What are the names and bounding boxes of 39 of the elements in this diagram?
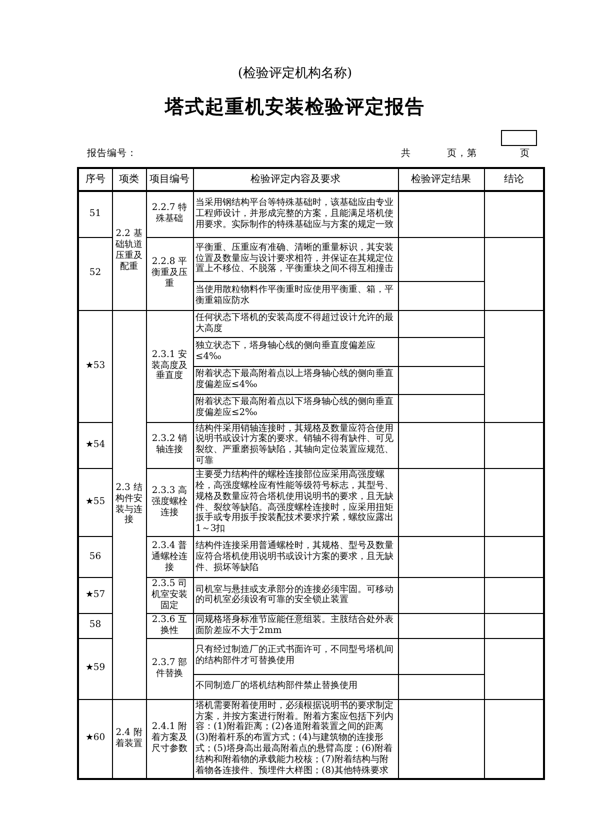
item-code: 2.2.7 特殊基础 — [146, 191, 193, 237]
page-info: 页，第 — [447, 147, 477, 160]
column-header: 检验评定内容及要求 — [193, 168, 398, 191]
page-info: 页 — [520, 147, 530, 160]
column-header: 序号 — [78, 168, 112, 191]
column-header: 项类 — [112, 168, 146, 191]
requirement-text: 同规格塔身标准节应能任意组装。主肢结合处外表面阶差应不大于2mm — [193, 613, 398, 638]
requirement-text: 结构件采用销轴连接时，其规格及数量应符合使用说明书或设计方案的要求。销轴不得有缺件、可见裂纹、严重磨损等缺陷，其轴向定位装置应规范、可靠 — [193, 422, 398, 468]
item-code: 2.3.7 部件替换 — [146, 638, 193, 700]
requirement-text: 司机室与悬挂或支承部分的连接必须牢固。可移动的司机室必须设有可靠的安全锁止装置 — [193, 578, 398, 614]
row-number: ★53 — [78, 310, 112, 422]
page-info: 共 — [401, 147, 411, 160]
requirement-text: 主要受力结构件的螺栓连接部位应采用高强度螺栓，高强度螺栓应有性能等级符号标志，其型号、规格及数量应符合塔机使用说明书的要求，且无缺件、裂纹等缺陷。高强度螺栓连接时，应采用扭矩扳手或专用扳手按装配技术要求拧紧，螺纹应露出1～3扣 — [193, 468, 398, 537]
requirement-text: 塔机需要附着使用时，必须根据说明书的要求制定方案，并按方案进行附着。附着方案应包括下列内容：(1)附着距离；(2)各道附着装置之间的距离(3)附着杆系的布置方式；(4)与建筑物的连接形式；(5)塔身高出最高附着点的悬臂高度；(6)附着结构和附着物的承载能力校核；(7)附着结构与附着物各连接件、预埋件大样图；(8)其他特殊要求 — [193, 699, 398, 779]
item-code: 2.3.6 互换性 — [146, 613, 193, 638]
category: 2.2 基础轨道压重及配重 — [112, 191, 146, 310]
column-header: 检验评定结果 — [398, 168, 484, 191]
item-code: 2.3.3 高强度螺栓连接 — [146, 468, 193, 537]
requirement-text: 当采用钢结构平台等特殊基础时，该基础应由专业工程师设计，并形成完整的方案，且能满足塔机使用要求。实际制作的特殊基础应与方案的规定一致 — [193, 191, 398, 237]
item-code: 2.3.1 安装高度及垂直度 — [146, 310, 193, 422]
category: 2.3 结构件安装与连接 — [112, 310, 146, 700]
requirement-text: 独立状态下，塔身轴心线的侧向垂直度偏差应≤4‰ — [193, 337, 398, 366]
requirement-text: 只有经过制造厂的正式书面许可，不同型号塔机间的结构部件才可替换使用 — [193, 638, 398, 674]
row-number: 51 — [78, 191, 112, 237]
requirement-text: 平衡重、压重应有准确、清晰的重量标识，其安装位置及数量应与设计要求相符，并保证在其规定位置上不移位、不脱落，平衡重块之间不得互相撞击 — [193, 237, 398, 281]
column-header: 项目编号 — [146, 168, 193, 191]
requirement-text: 附着状态下最高附着点以上塔身轴心线的侧向垂直度偏差应≤4‰ — [193, 366, 398, 394]
requirement-text: 附着状态下最高附着点以下塔身轴心线的侧向垂直度偏差应≤2‰ — [193, 394, 398, 422]
requirement-text: 结构件连接采用普通螺栓时，其规格、型号及数量应符合塔机使用说明书或设计方案的要求，且无缺件、损坏等缺陷 — [193, 536, 398, 578]
title: 塔式起重机安装检验评定报告 — [164, 95, 426, 120]
item-code: 2.3.2 销轴连接 — [146, 422, 193, 468]
item-code: 2.3.5 司机室安装固定 — [146, 578, 193, 614]
requirement-text: 不同制造厂的塔机结构部件禁止替换使用 — [193, 674, 398, 700]
item-code: 2.3.4 普通螺栓连接 — [146, 536, 193, 578]
requirement-text: 任何状态下塔机的安装高度不得超过设计允许的最大高度 — [193, 310, 398, 337]
subtitle: (检验评定机构名称) — [236, 65, 354, 82]
requirement-text: 当使用散粒物料作平衡重时应使用平衡重、箱，平衡重箱应防水 — [193, 281, 398, 310]
page-info: 报告编号： — [87, 147, 137, 160]
item-code: 2.2.8 平衡重及压重 — [146, 237, 193, 310]
